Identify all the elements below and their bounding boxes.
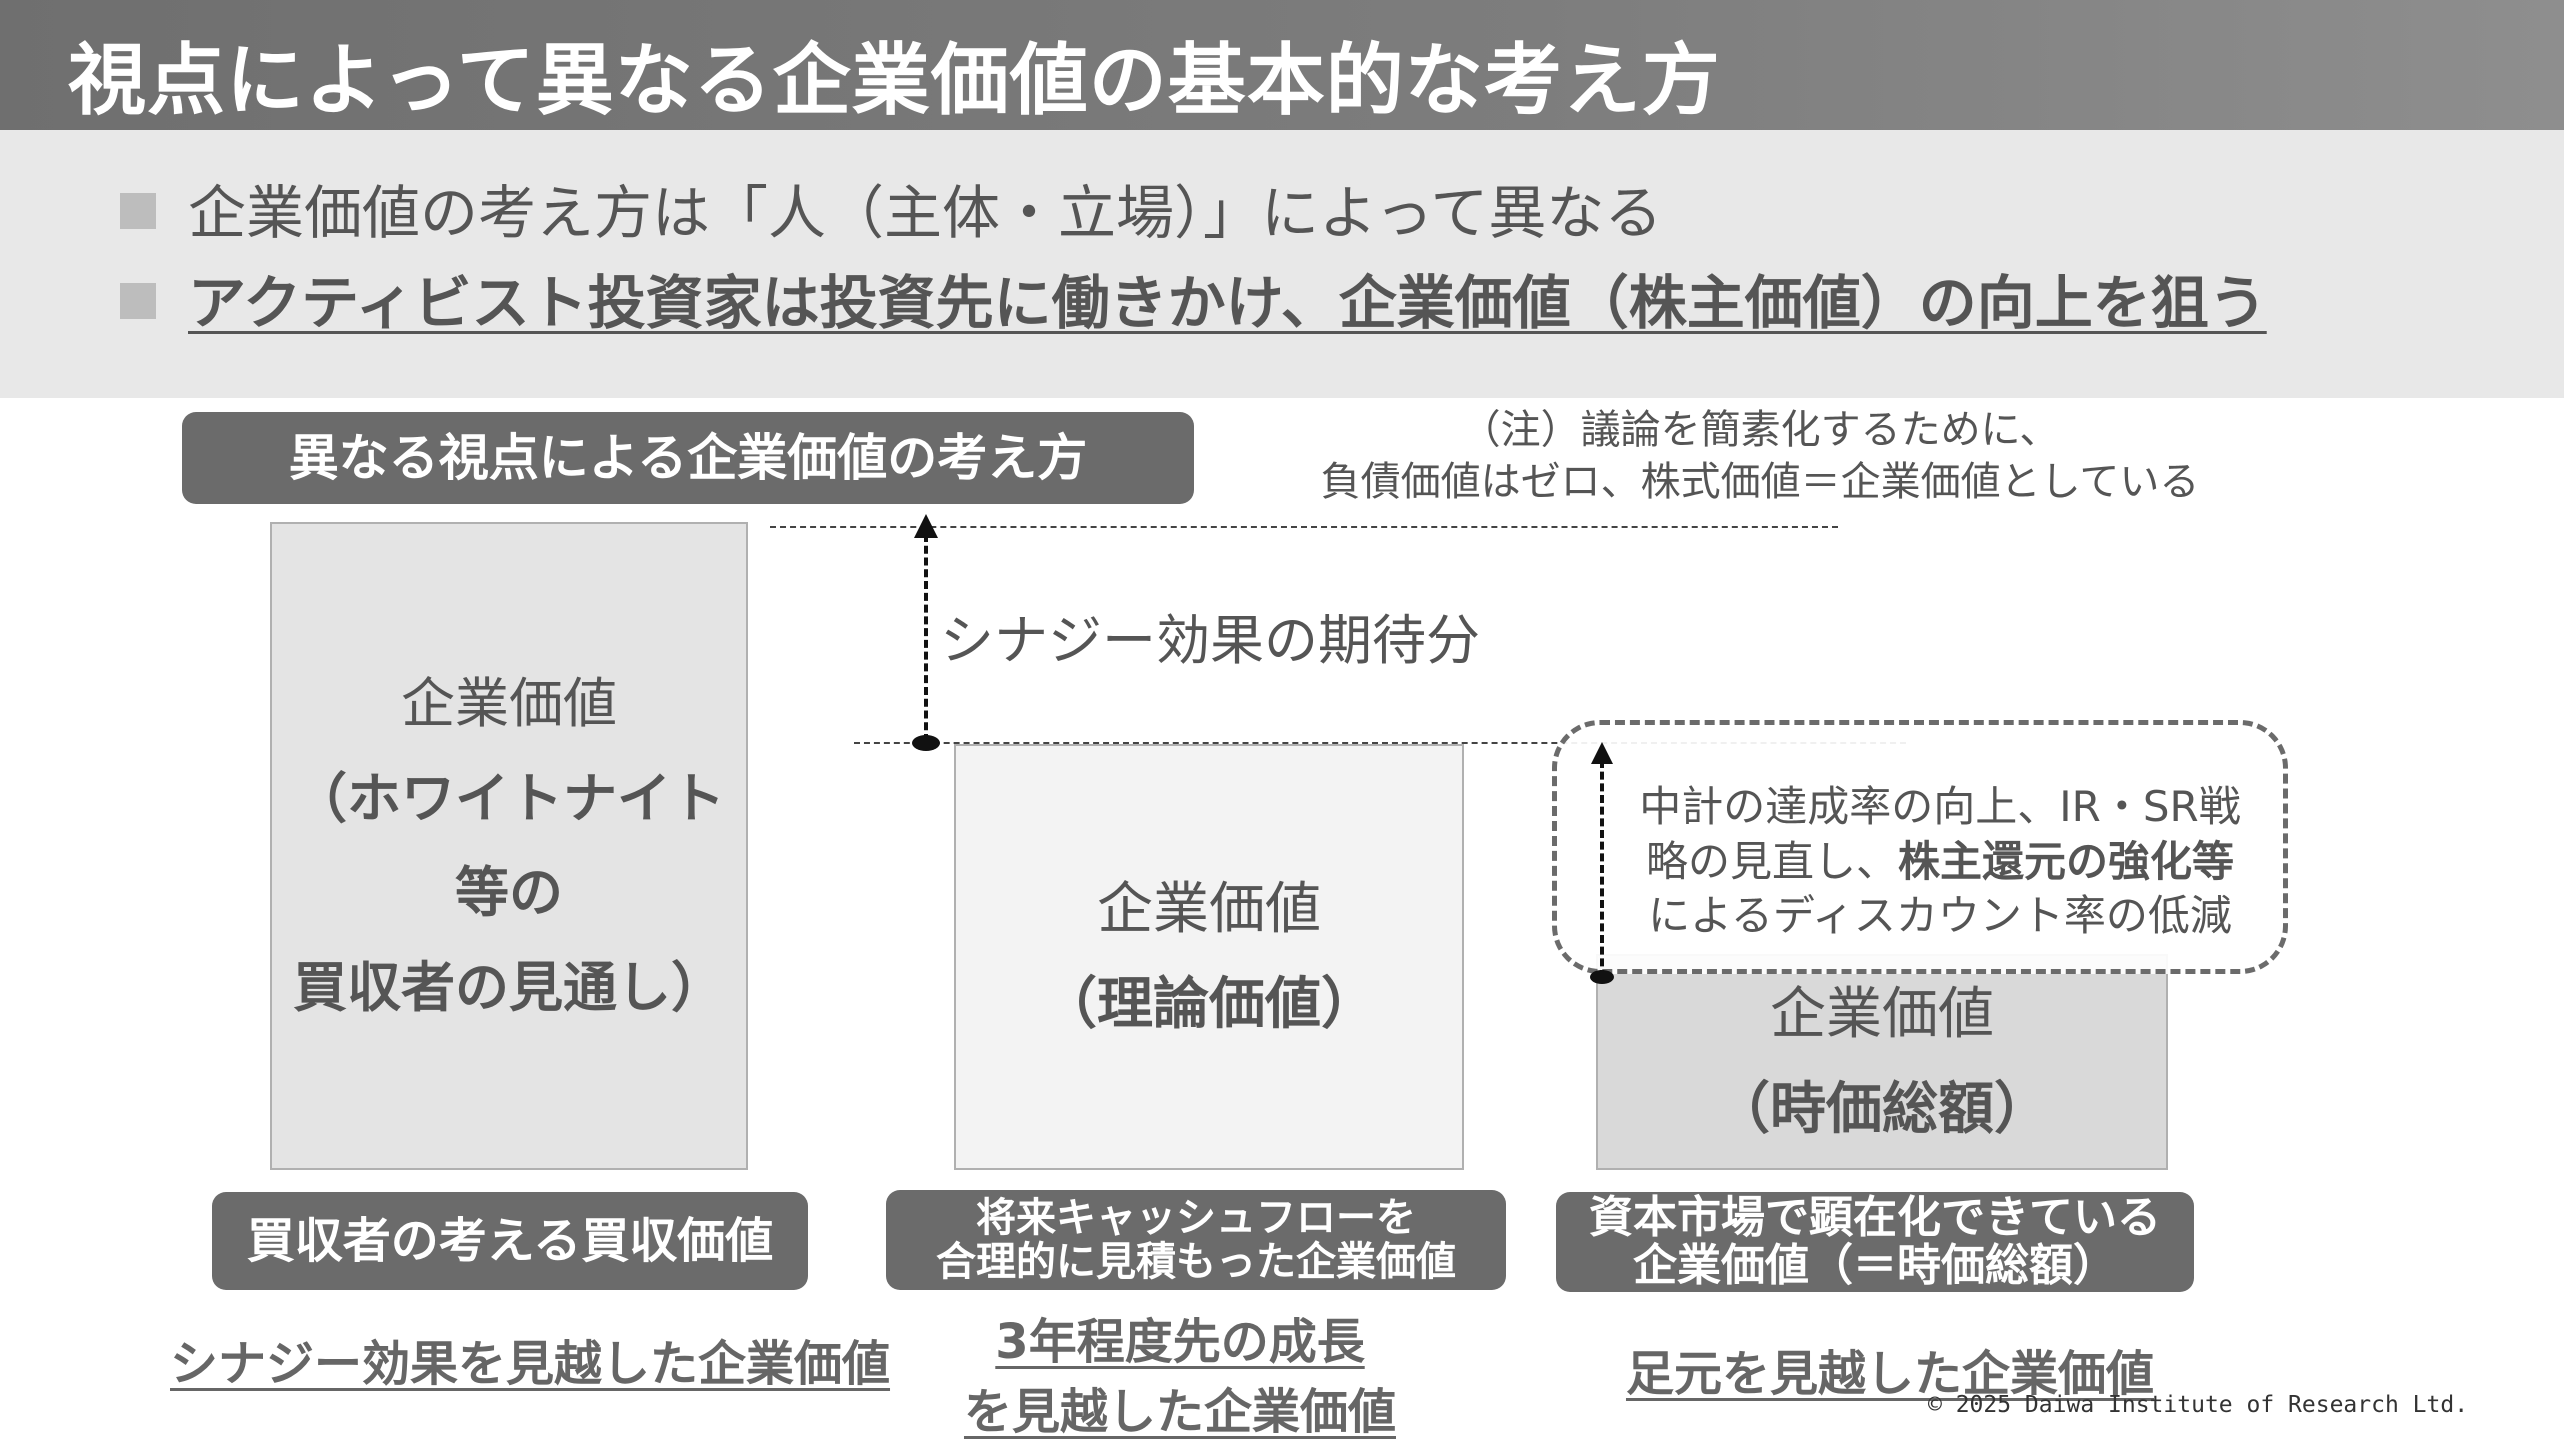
acquirer-box-line-3: 買収者の見通し） bbox=[293, 955, 725, 1019]
title-bar bbox=[0, 0, 2564, 130]
bullet-item-2: アクティビスト投資家は投資先に働きかけ、企業価値（株主価値）の向上を狙う bbox=[120, 256, 2267, 340]
market-box-line-1: 企業価値 bbox=[1770, 981, 1994, 1047]
bullet-text-2: アクティビスト投資家は投資先に働きかけ、企業価値（株主価値）の向上を狙う bbox=[188, 269, 2267, 337]
acquirer-value-box: 企業価値 （ホワイトナイト等の 買収者の見通し） bbox=[270, 522, 748, 1170]
synergy-arrow-head-icon bbox=[914, 514, 938, 538]
synergy-arrow-base-icon bbox=[912, 735, 940, 751]
theoretical-label: 将来キャッシュフローを 合理的に見積もった企業価値 bbox=[886, 1190, 1506, 1290]
top-reference-line bbox=[770, 526, 1838, 528]
callout-line-2: 略の見直し、株主還元の強化等 bbox=[1600, 835, 2280, 890]
callout-text: 中計の達成率の向上、IR・SR戦 略の見直し、株主還元の強化等 によるディスカウ… bbox=[1600, 780, 2280, 944]
callout-line-3: によるディスカウント率の低減 bbox=[1648, 891, 2232, 941]
acquirer-label: 買収者の考える買収価値 bbox=[212, 1192, 808, 1290]
note-line-1: （注）議論を簡素化するために、 bbox=[1460, 407, 2060, 453]
market-footnote: 足元を見越した企業価値 bbox=[1625, 1346, 2154, 1402]
note-line-2: 負債価値はゼロ、株式価値＝企業価値としている bbox=[1320, 459, 2200, 505]
callout-line-2-bold: 株主還元の強化等 bbox=[1898, 836, 2235, 886]
market-box-line-2: （時価総額） bbox=[1714, 1077, 2050, 1142]
theoretical-reference-line bbox=[854, 742, 1906, 744]
theoretical-footnote-line-2: を見越した企業価値 bbox=[963, 1383, 1396, 1440]
slide-title: 視点によって異なる企業価値の基本的な考え方 bbox=[68, 36, 1721, 126]
discount-callout bbox=[1552, 720, 2288, 974]
section-header-text: 異なる視点による企業価値の考え方 bbox=[288, 428, 1088, 487]
theoretical-label-line-1: 将来キャッシュフローを bbox=[976, 1195, 1416, 1241]
discount-arrow-line bbox=[1600, 760, 1604, 978]
discount-arrow-base-icon bbox=[1590, 970, 1614, 984]
acquirer-box-line-2: （ホワイトナイト等の bbox=[293, 766, 725, 925]
copyright: © 2025 Daiwa Institute of Research Ltd. bbox=[1928, 1392, 2469, 1418]
market-value-box: 企業価値 （時価総額） bbox=[1596, 954, 2168, 1170]
bullet-item-1: 企業価値の考え方は「人（主体・立場）」によって異なる bbox=[120, 166, 1662, 250]
theoretical-value-box: 企業価値 （理論価値） bbox=[954, 744, 1464, 1170]
acquirer-footnote: シナジー効果を見越した企業価値 bbox=[170, 1336, 891, 1392]
acquirer-label-text: 買収者の考える買収価値 bbox=[246, 1212, 774, 1269]
theoretical-box-line-2: （理論価値） bbox=[1041, 972, 1377, 1037]
bullet-area bbox=[0, 130, 2564, 398]
acquirer-box-line-1: 企業価値 bbox=[401, 672, 617, 735]
callout-line-1: 中計の達成率の向上、IR・SR戦 bbox=[1639, 782, 2241, 831]
discount-arrow-head-icon bbox=[1591, 742, 1613, 764]
theoretical-box-line-1: 企業価値 bbox=[1097, 876, 1321, 942]
theoretical-label-line-2: 合理的に見積もった企業価値 bbox=[936, 1239, 1456, 1285]
synergy-arrow-line bbox=[924, 534, 928, 742]
synergy-label: シナジー効果の期待分 bbox=[940, 609, 1480, 672]
market-label-line-1: 資本市場で顕在化できている bbox=[1589, 1191, 2161, 1243]
bullet-square-icon bbox=[120, 283, 156, 319]
market-label-line-2: 企業価値（＝時価総額） bbox=[1633, 1240, 2117, 1291]
bullet-square-icon bbox=[120, 193, 156, 229]
theoretical-footnote-line-1: 3年程度先の成長 bbox=[995, 1314, 1365, 1370]
market-label: 資本市場で顕在化できている 企業価値（＝時価総額） bbox=[1556, 1192, 2194, 1292]
callout-line-2-plain: 略の見直し、 bbox=[1645, 836, 1898, 886]
theoretical-footnote: 3年程度先の成長 を見越した企業価値 bbox=[900, 1308, 1460, 1447]
note: （注）議論を簡素化するために、 負債価値はゼロ、株式価値＝企業価値としている bbox=[1280, 404, 2240, 508]
bullet-text-1: 企業価値の考え方は「人（主体・立場）」によって異なる bbox=[188, 179, 1663, 247]
section-header: 異なる視点による企業価値の考え方 bbox=[182, 412, 1194, 504]
